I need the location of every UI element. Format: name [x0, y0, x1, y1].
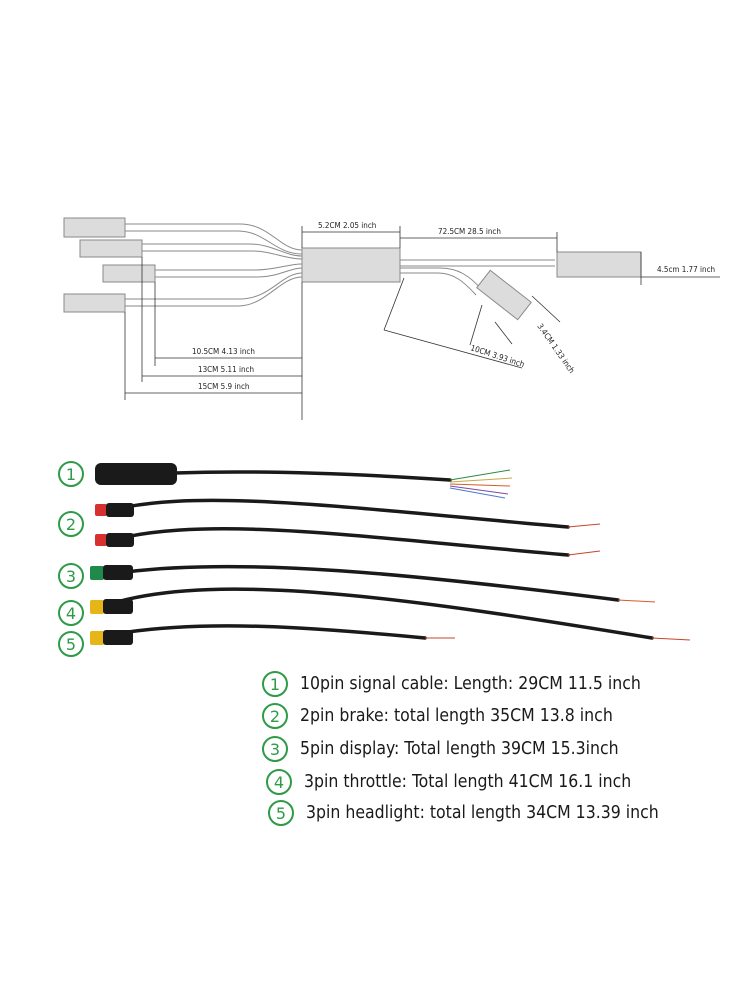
legend-number: 3 [262, 736, 288, 762]
legend-text: 2pin brake: total length 35CM 13.8 inch [300, 706, 613, 726]
connector-cable-5-tip [90, 631, 104, 645]
dim-label-splitter: 5.2CM 2.05 inch [318, 221, 376, 230]
dimension-lines [124, 226, 720, 420]
connector-cable-2a-body [106, 503, 134, 517]
connector-cable-2a-tip [95, 504, 107, 516]
splitter-body [301, 247, 401, 283]
connector-3 [102, 264, 156, 283]
cable-5-wire [108, 624, 427, 640]
branch-cables [125, 223, 555, 307]
connector-cable-3-tip [90, 566, 104, 580]
cable-4-wire [108, 587, 654, 640]
legend-number: 5 [268, 800, 294, 826]
dim-label-trunk: 72.5CM 28.5 inch [438, 227, 501, 236]
legend-item-2: 2 2pin brake: total length 35CM 13.8 inc… [262, 701, 613, 731]
connector-cable-5-body [103, 630, 133, 645]
wire-tails [425, 469, 691, 641]
legend-number: 2 [262, 703, 288, 729]
legend-text: 10pin signal cable: Length: 29CM 11.5 in… [300, 674, 641, 694]
cable-3-wire [116, 564, 620, 602]
cable-number-2: 2 [58, 511, 84, 537]
dim-label-branch-c: 15CM 5.9 inch [198, 382, 250, 391]
dim-label-branch-plug: 3.4CM 1.33 inch [535, 322, 576, 375]
cable-1-wire [173, 470, 452, 482]
cable-photos [90, 463, 691, 645]
cable-2a-wire [110, 498, 570, 529]
cable-number-4: 4 [58, 600, 84, 626]
cable-number-3: 3 [58, 563, 84, 589]
legend-text: 3pin throttle: Total length 41CM 16.1 in… [304, 772, 632, 792]
connector-cable-4-tip [90, 600, 104, 614]
legend-item-5: 5 3pin headlight: total length 34CM 13.3… [268, 798, 659, 828]
legend-item-3: 3 5pin display: Total length 39CM 15.3in… [262, 734, 619, 764]
dim-label-branch-a: 10.5CM 4.13 inch [192, 347, 255, 356]
cable-2b-wire [110, 527, 570, 557]
connector-blocks [63, 217, 642, 321]
end-plug [556, 251, 642, 278]
cable-number-1: 1 [58, 461, 84, 487]
legend-text: 5pin display: Total length 39CM 15.3inch [300, 739, 619, 759]
connector-4 [63, 293, 126, 313]
connector-cable-1 [95, 463, 177, 485]
connector-cable-2b-tip [95, 534, 107, 546]
dim-label-branch-cable: 10CM 3.93 inch [469, 343, 525, 369]
legend-item-4: 4 3pin throttle: Total length 41CM 16.1 … [266, 767, 631, 797]
legend-number: 1 [262, 671, 288, 697]
cable-connectors [90, 463, 177, 645]
legend-number: 4 [266, 769, 292, 795]
dim-label-end-plug: 4.5cm 1.77 inch [657, 265, 715, 274]
connector-cable-2b-body [106, 533, 134, 547]
connector-1 [63, 217, 126, 238]
connector-cable-4-body [103, 599, 133, 614]
dim-label-branch-b: 13CM 5.11 inch [198, 365, 254, 374]
legend-text: 3pin headlight: total length 34CM 13.39 … [306, 803, 659, 823]
cable-dimension-diagram: 5.2CM 2.05 inch 72.5CM 28.5 inch 4.5cm 1… [63, 217, 720, 420]
cable-number-5: 5 [58, 631, 84, 657]
connector-cable-3-body [103, 565, 133, 580]
legend-item-1: 1 10pin signal cable: Length: 29CM 11.5 … [262, 669, 641, 699]
branch-plug [476, 269, 532, 321]
connector-2 [79, 239, 143, 258]
